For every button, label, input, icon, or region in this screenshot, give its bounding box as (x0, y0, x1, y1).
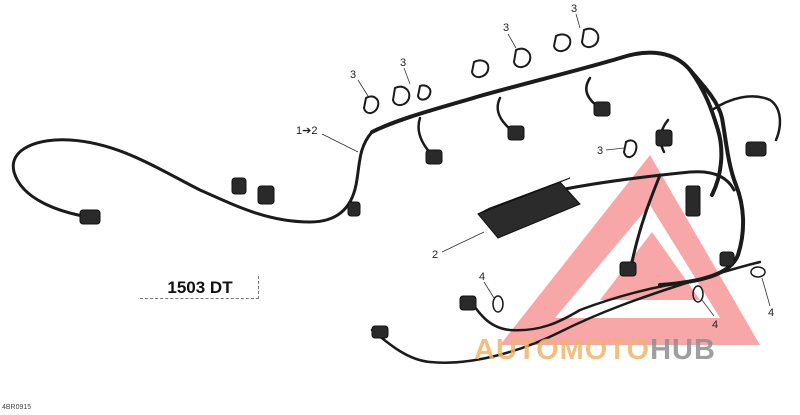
harness-clips (362, 27, 638, 158)
clip-7 (580, 27, 600, 48)
clip-3 (416, 84, 432, 101)
callout-4-b: 4 (712, 319, 718, 331)
drawing-code: 4BR0915 (2, 404, 32, 411)
harness-left-lead (11, 130, 374, 224)
connector-left-end (79, 209, 101, 225)
connector-left-c (347, 201, 361, 217)
callout-3-c: 3 (503, 22, 509, 34)
watermark-brand-part2: HUB (650, 333, 716, 366)
small-clip-2 (692, 285, 704, 303)
relay-box-top (477, 177, 571, 215)
small-clips (492, 266, 766, 313)
harness-down-branch (630, 173, 662, 264)
harness-upper-trunk (370, 50, 724, 197)
clip-4 (470, 59, 490, 78)
small-clip-3 (750, 266, 766, 278)
relay-box-body (477, 181, 581, 239)
callout-labels: 1➔2 2 3 3 3 3 3 4 4 4 (296, 3, 774, 331)
connector-right-end (745, 141, 767, 157)
relay-box (477, 177, 581, 239)
connector-lower-end (371, 325, 389, 339)
clip-5 (512, 47, 532, 68)
callout-3-e: 3 (597, 145, 603, 157)
connector-injector-1 (425, 149, 443, 165)
callout-1-to-2: 1➔2 (296, 125, 317, 137)
callout-3-b: 3 (400, 57, 406, 69)
callout-4-a: 4 (479, 271, 485, 283)
harness-middle-cross (558, 170, 736, 192)
connector-left-a (231, 177, 247, 195)
watermark-brand-part1: AUTOMOTO (474, 333, 651, 366)
model-label: 1503 DT (167, 278, 233, 297)
connector-injector-2 (507, 125, 525, 141)
connector-right-block (685, 185, 701, 217)
callout-3-d: 3 (571, 3, 577, 15)
clip-6 (552, 33, 572, 52)
harness-drop-1 (417, 116, 434, 157)
watermark-logo (500, 155, 760, 345)
connector-injector-3 (593, 101, 611, 117)
harness-lower-branch (468, 278, 702, 332)
harness-right-branch (710, 95, 782, 142)
harness-connectors (79, 101, 767, 339)
connector-left-b (257, 185, 275, 205)
clip-8 (622, 139, 638, 158)
leader-lines (321, 13, 771, 317)
harness-lower-lead (370, 260, 762, 364)
connector-lower-a (619, 261, 637, 277)
small-clip-1 (492, 295, 504, 313)
connector-injector-4 (655, 129, 673, 147)
clip-1 (362, 95, 380, 114)
model-label-frame (140, 276, 259, 299)
callout-2: 2 (432, 249, 438, 261)
connector-lower-left (459, 295, 477, 311)
callout-3-a: 3 (350, 69, 356, 81)
connector-lower-b (719, 251, 735, 267)
callout-4-c: 4 (768, 307, 774, 319)
clip-2 (391, 85, 411, 106)
